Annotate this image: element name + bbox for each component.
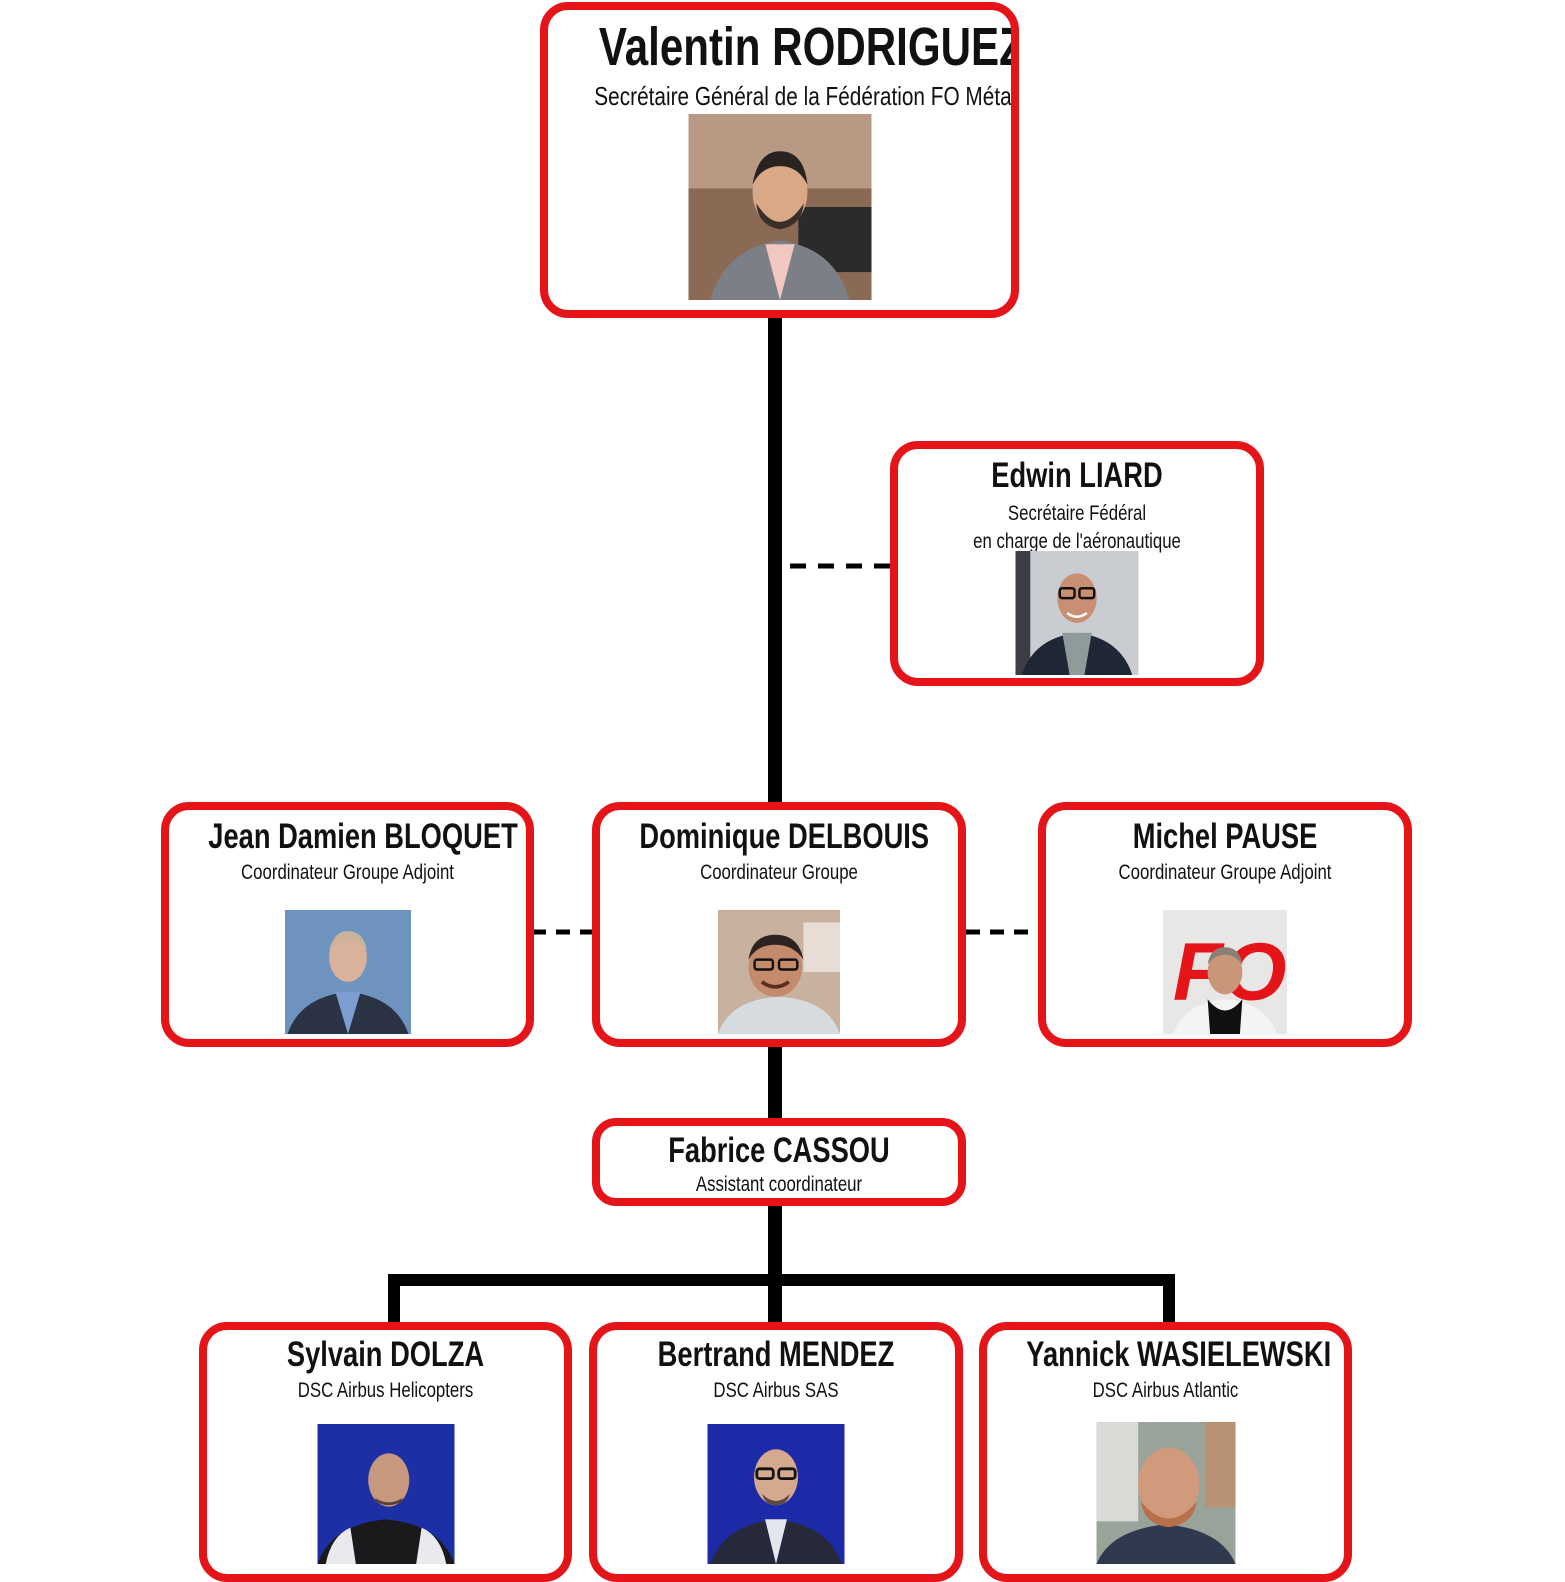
card-pause: Michel PAUSE Coordinateur Groupe Adjoint… <box>1038 802 1412 1047</box>
card-mendez: Bertrand MENDEZ DSC Airbus SAS <box>589 1322 963 1582</box>
person-name: Jean Damien BLOQUET <box>208 817 518 856</box>
person-name: Dominique DELBOUIS <box>639 817 930 856</box>
card-delbouis: Dominique DELBOUIS Coordinateur Groupe <box>592 802 966 1047</box>
card-cassou: Fabrice CASSOU Assistant coordinateur <box>592 1118 966 1206</box>
card-rodriguez: Valentin RODRIGUEZ Secrétaire Général de… <box>540 2 1019 318</box>
person-role: DSC Airbus SAS <box>713 1378 839 1402</box>
card-dolza: Sylvain DOLZA DSC Airbus Helicopters <box>199 1322 572 1582</box>
card-liard: Edwin LIARD Secrétaire Fédéral en charge… <box>890 441 1264 686</box>
person-portrait-icon <box>317 1424 454 1564</box>
person-name: Sylvain DOLZA <box>286 1335 485 1374</box>
person-role: Coordinateur Groupe Adjoint <box>1118 860 1332 884</box>
person-role: DSC Airbus Atlantic <box>1092 1378 1239 1402</box>
person-role: Assistant coordinateur <box>695 1172 863 1196</box>
person-portrait-icon <box>707 1424 845 1564</box>
card-wasielewski: Yannick WASIELEWSKI DSC Airbus Atlantic <box>979 1322 1352 1582</box>
person-portrait-icon <box>688 114 871 300</box>
person-role-line2: en charge de l'aéronautique <box>973 529 1181 553</box>
person-name: Fabrice CASSOU <box>668 1131 890 1170</box>
connector-bus-dsc <box>388 1274 1175 1324</box>
person-portrait-icon <box>1096 1422 1235 1564</box>
person-role: Coordinateur Groupe <box>700 860 858 884</box>
person-portrait-icon <box>1015 551 1139 675</box>
person-portrait-icon <box>718 910 840 1034</box>
person-name: Edwin LIARD <box>991 456 1163 495</box>
person-name: Valentin RODRIGUEZ <box>598 17 1019 77</box>
person-role: DSC Airbus Helicopters <box>297 1378 474 1402</box>
person-name: Bertrand MENDEZ <box>657 1335 895 1374</box>
person-role-line1: Secrétaire Fédéral <box>1007 501 1147 525</box>
person-portrait-icon: FO <box>1163 910 1287 1034</box>
person-name: Michel PAUSE <box>1132 817 1318 856</box>
card-bloquet: Jean Damien BLOQUET Coordinateur Groupe … <box>161 802 534 1047</box>
person-role: Secrétaire Général de la Fédération FO M… <box>594 81 1017 112</box>
person-portrait-icon <box>284 910 411 1034</box>
person-name: Yannick WASIELEWSKI <box>1026 1335 1332 1374</box>
person-role: Coordinateur Groupe Adjoint <box>241 860 454 884</box>
